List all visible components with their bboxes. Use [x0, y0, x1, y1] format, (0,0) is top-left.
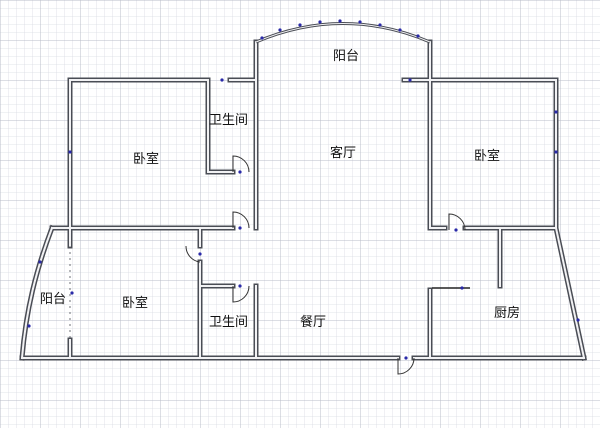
room-label-bedroom-bottom-left: 卧室	[122, 295, 148, 311]
room-label-kitchen: 厨房	[494, 305, 520, 321]
room-label-balcony-left: 阳台	[40, 292, 66, 307]
door-swing-bedroom-bottom	[185, 245, 201, 263]
door-swing-entry	[397, 357, 415, 375]
doors	[185, 155, 466, 375]
walls	[19, 39, 587, 361]
room-label-bathroom-top: 卫生间	[209, 113, 248, 128]
room-label-living-room: 客厅	[330, 145, 356, 161]
door-swing-bedroom-left	[232, 211, 250, 229]
room-label-bedroom-left: 卧室	[133, 151, 159, 167]
room-label-bathroom-bottom: 卫生间	[209, 315, 248, 330]
door-swing-bath-top	[232, 155, 250, 173]
markers	[27, 19, 580, 360]
room-labels: 阳台 客厅 卧室 卧室 卫生间 阳台 卧室 卫生间 餐厅 厨房	[40, 49, 520, 330]
door-swing-bath-bottom	[232, 285, 250, 303]
room-label-bedroom-right: 卧室	[474, 148, 500, 164]
door-swing-bedroom-right	[448, 213, 466, 231]
room-label-balcony-top: 阳台	[333, 49, 359, 64]
room-label-dining-room: 餐厅	[300, 314, 326, 330]
